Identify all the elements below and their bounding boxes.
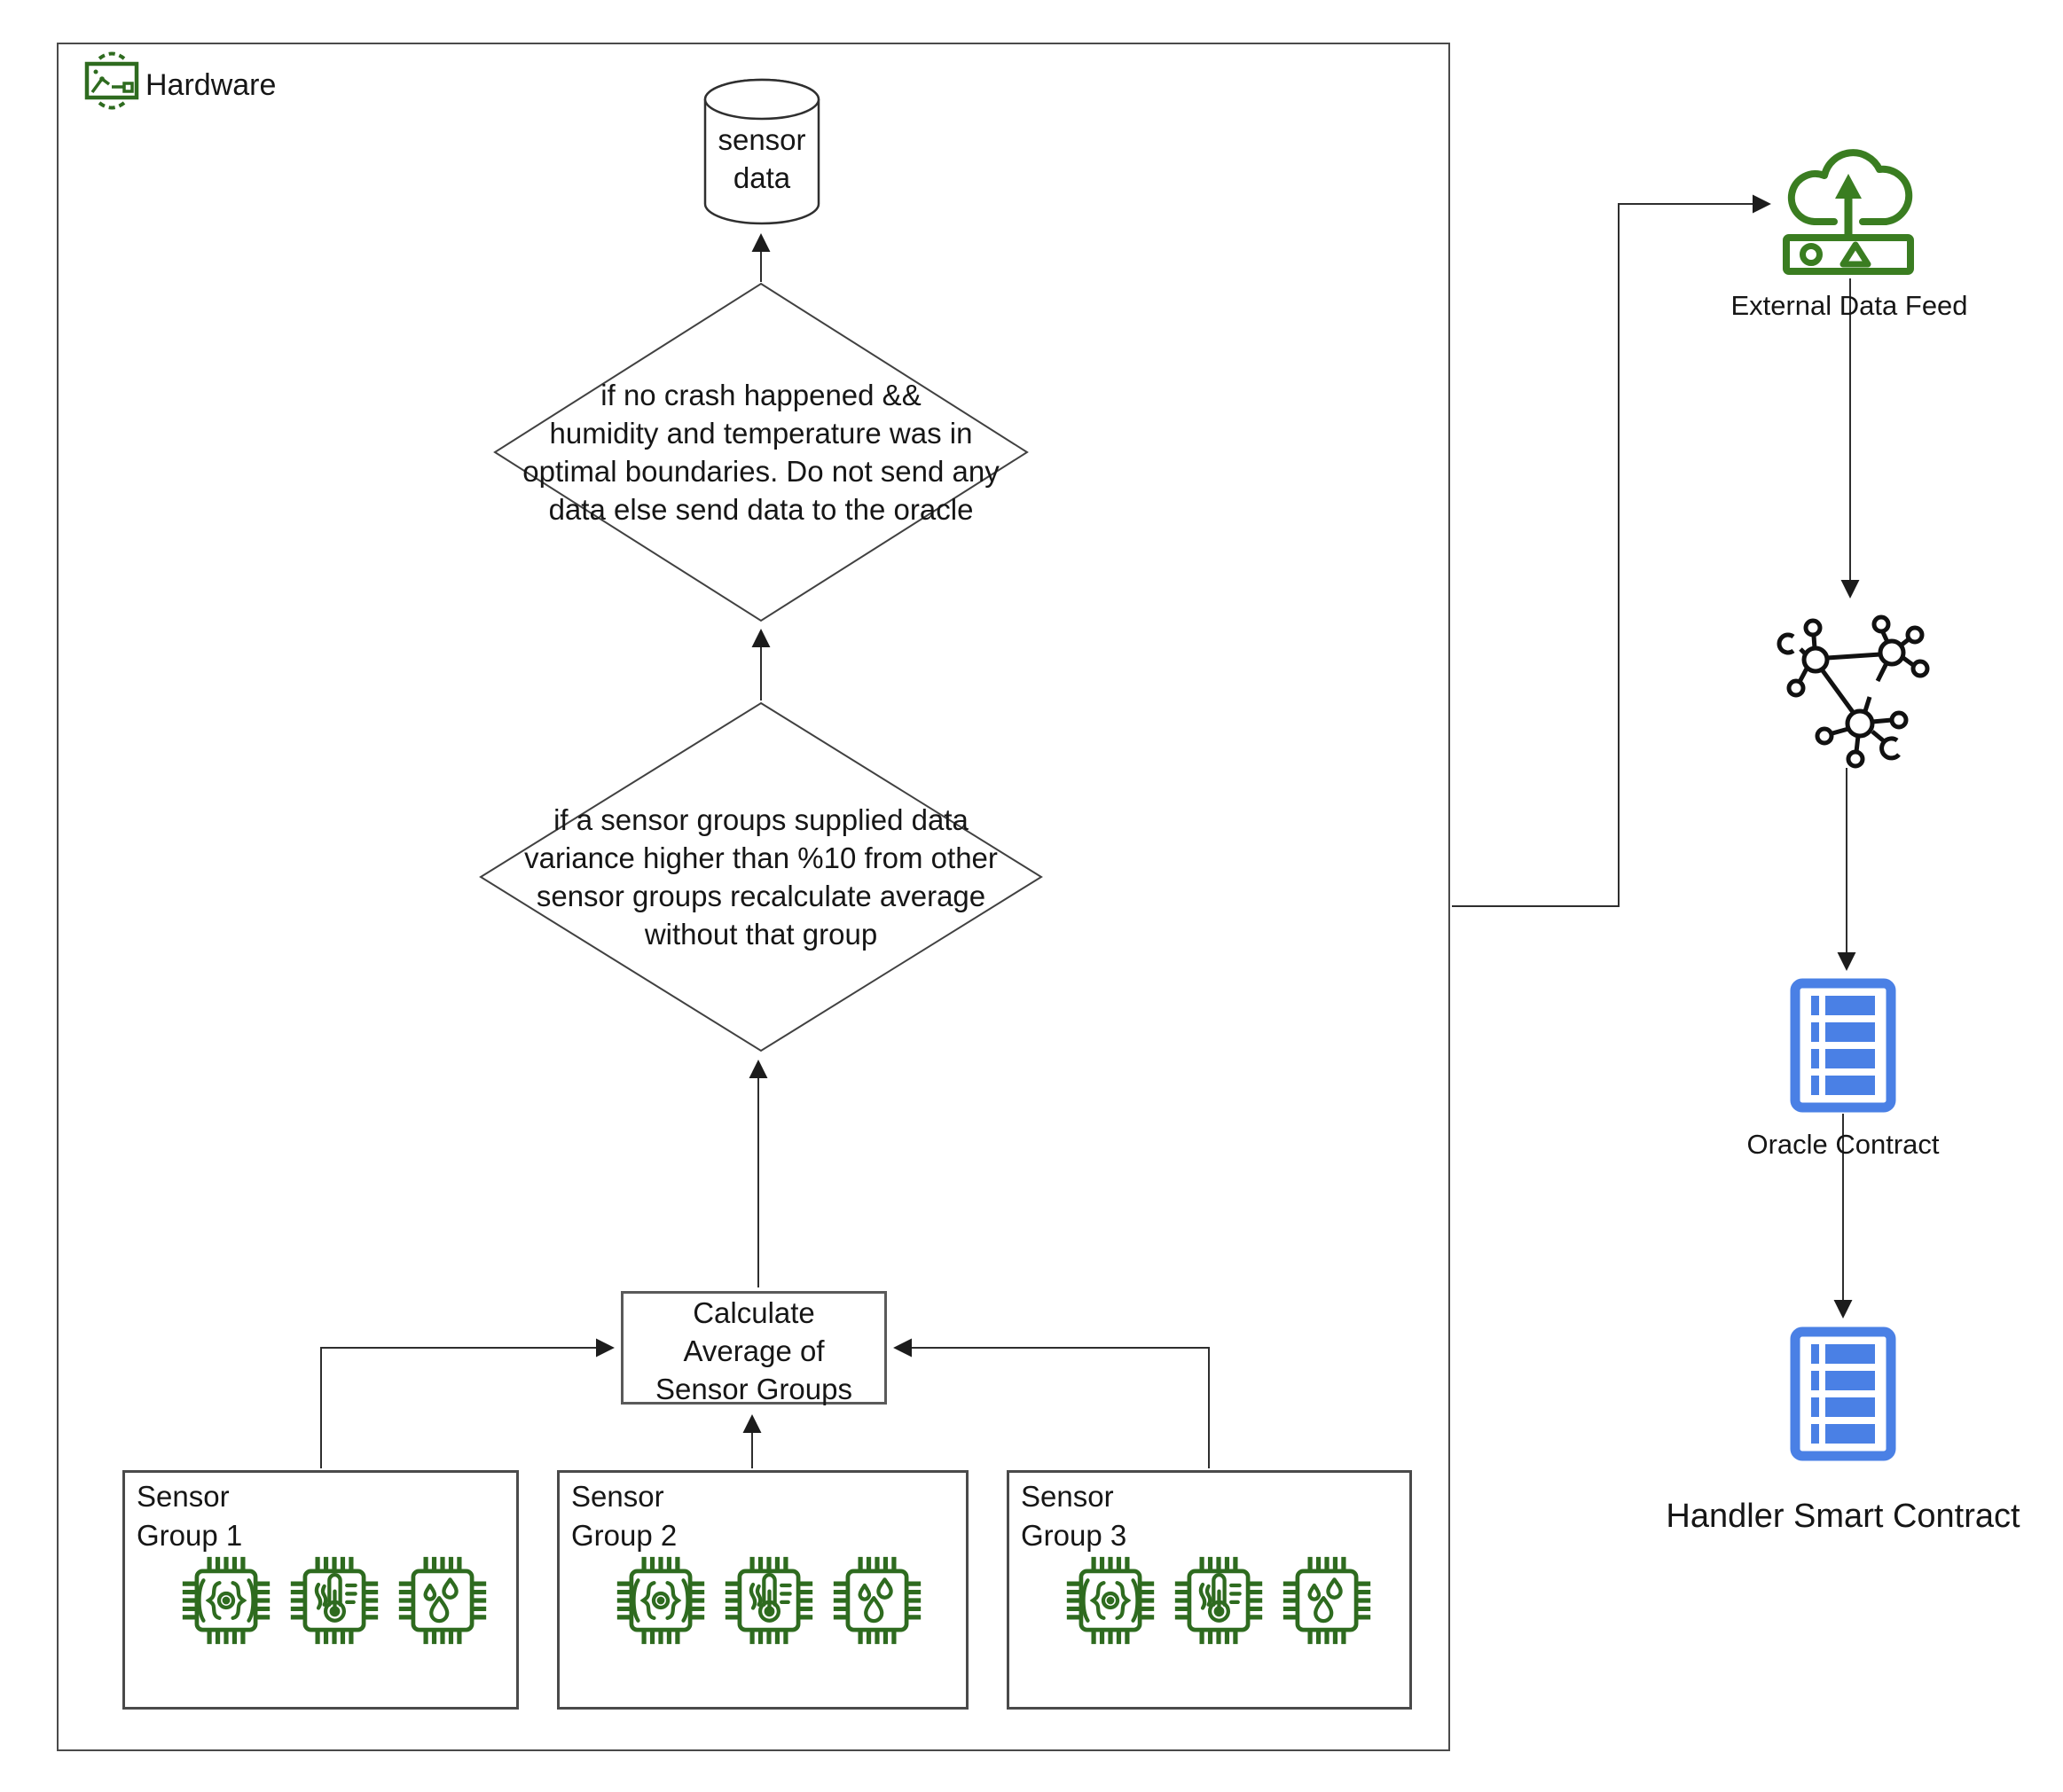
hardware-container-box: [57, 43, 1450, 1751]
oracle-contract-label: Oracle Contract: [1746, 1129, 1940, 1160]
hardware-label: Hardware: [145, 68, 277, 102]
decentralized-network-icon: [1777, 614, 1930, 769]
sensor-group-3-chips: [1064, 1554, 1373, 1647]
vibration-sensor-chip-icon: [1064, 1554, 1157, 1647]
sensor-group-3-label: Sensor Group 3: [1021, 1480, 1127, 1552]
vibration-sensor-chip-icon: [615, 1554, 707, 1647]
decision-variance-text: if a sensor groups supplied data varianc…: [524, 803, 998, 951]
calculate-average-process-box: [621, 1291, 887, 1405]
sensor-group-2-box: [557, 1470, 969, 1710]
sensor-group-1-label: Sensor Group 1: [137, 1480, 243, 1552]
sensor-group-2-label: Sensor Group 2: [571, 1480, 678, 1552]
humidity-sensor-chip-icon: [831, 1554, 923, 1647]
humidity-sensor-chip-icon: [396, 1554, 489, 1647]
smart-contract-icon: [1790, 978, 1896, 1113]
sensor-group-1-box: [122, 1470, 519, 1710]
calculate-average-label: Calculate Average of Sensor Groups: [655, 1296, 852, 1405]
sensor-group-1-chips: [180, 1554, 489, 1647]
temperature-sensor-chip-icon: [288, 1554, 380, 1647]
decision-crash-text: if no crash happened && humidity and tem…: [522, 379, 1000, 526]
sensor-group-2-chips: [615, 1554, 923, 1647]
humidity-sensor-chip-icon: [1281, 1554, 1373, 1647]
sensor-group-3-box: [1007, 1470, 1412, 1710]
smart-contract-icon: [1790, 1326, 1896, 1461]
handler-smart-contract-label: Handler Smart Contract: [1666, 1498, 2020, 1535]
temperature-sensor-chip-icon: [723, 1554, 815, 1647]
sensor-data-label: sensor data: [718, 123, 806, 194]
vibration-sensor-chip-icon: [180, 1554, 272, 1647]
external-data-feed-label: External Data Feed: [1730, 290, 1968, 321]
temperature-sensor-chip-icon: [1173, 1554, 1265, 1647]
cloud-upload-feed-icon: [1783, 149, 1914, 275]
